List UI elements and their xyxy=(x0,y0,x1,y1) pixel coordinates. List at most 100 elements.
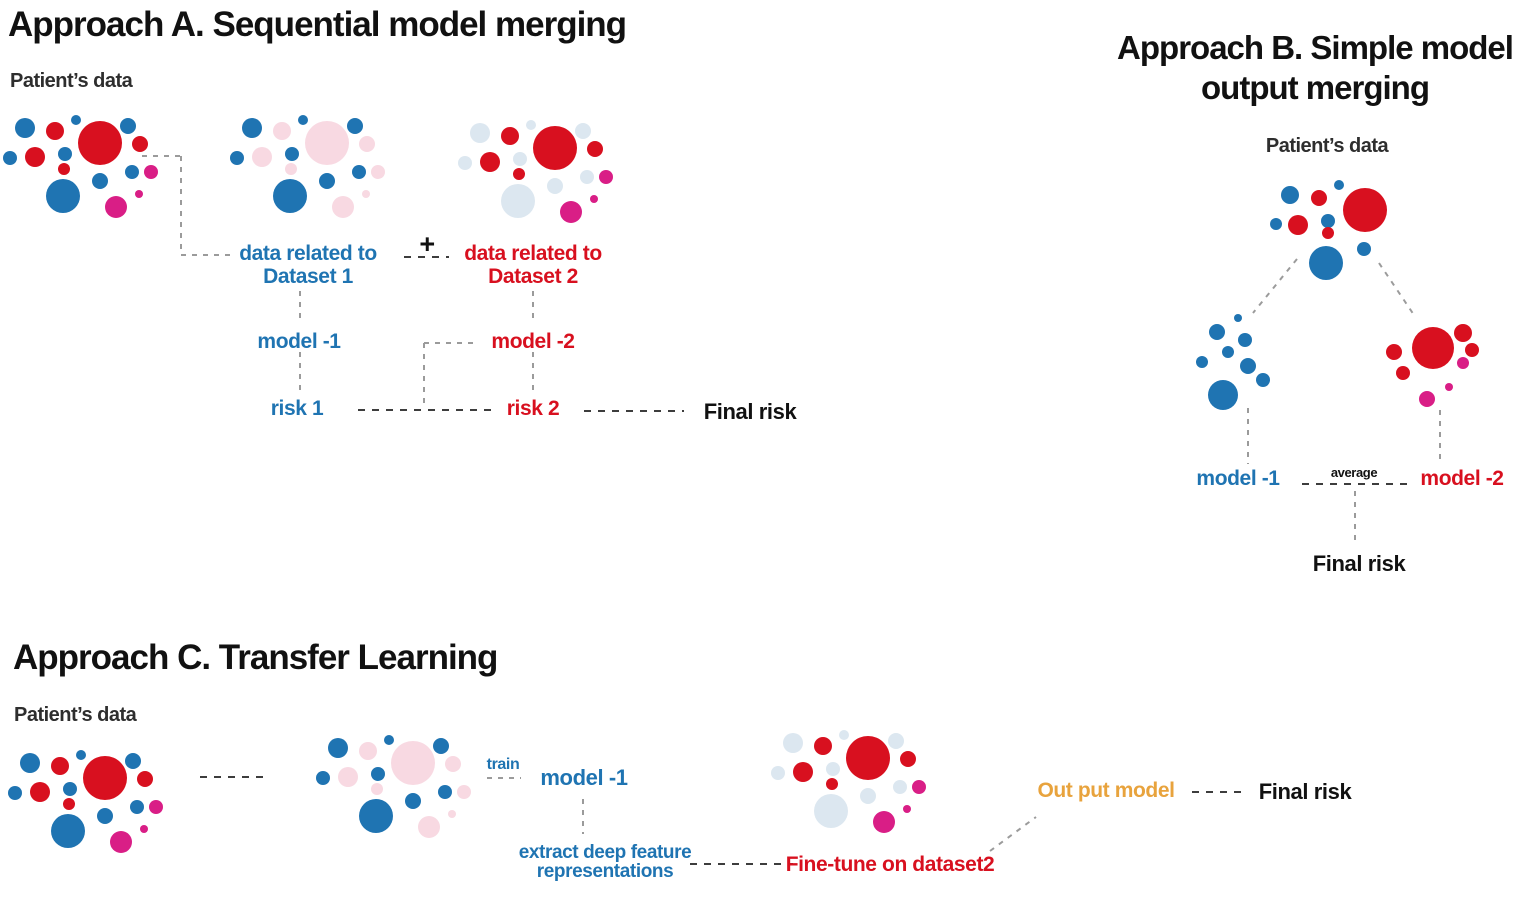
approach-a-patients-data-label: Patient’s data xyxy=(10,70,133,92)
a-dataset1-cluster-bubble xyxy=(285,163,297,175)
approach-a-model1-label: model -1 xyxy=(257,330,341,353)
a-patient-cluster-bubble xyxy=(144,165,158,179)
c-dataset1-cluster-bubble xyxy=(433,738,449,754)
plus-sign: + xyxy=(419,229,435,259)
c-dataset2-cluster-bubble xyxy=(873,811,895,833)
a-dataset1-cluster-bubble xyxy=(242,118,262,138)
a-dataset2-cluster-bubble xyxy=(501,127,519,145)
c-dataset2-cluster-bubble xyxy=(814,794,848,828)
c-dataset2-cluster-bubble xyxy=(783,733,803,753)
a-patient-cluster-bubble xyxy=(15,118,35,138)
c-patient-cluster-bubble xyxy=(8,786,22,800)
approach-a-dataset1-line2: Dataset 1 xyxy=(263,265,353,288)
c-dataset1-cluster-bubble xyxy=(445,756,461,772)
approach-a-dataset1-line1: data related to xyxy=(239,242,377,265)
b-patient-cluster-bubble xyxy=(1321,214,1335,228)
b-model2-cluster-bubble xyxy=(1412,327,1454,369)
approach-a-risk1-label: risk 1 xyxy=(270,397,324,420)
b-patient-cluster-bubble xyxy=(1309,246,1343,280)
c-patient-cluster-bubble xyxy=(97,808,113,824)
b-patient-cluster-bubble xyxy=(1270,218,1282,230)
c-dataset1-cluster-bubble xyxy=(457,785,471,799)
dashed-connector xyxy=(1378,262,1415,316)
c-dataset2-cluster-bubble xyxy=(826,762,840,776)
c-patient-cluster-bubble xyxy=(110,831,132,853)
a-dataset2-cluster-bubble xyxy=(501,184,535,218)
c-dataset2-cluster-bubble xyxy=(900,751,916,767)
b-model2-cluster-bubble xyxy=(1419,391,1435,407)
c-dataset1-cluster-bubble xyxy=(405,793,421,809)
a-dataset2-cluster-bubble xyxy=(458,156,472,170)
c-patient-cluster-bubble xyxy=(140,825,148,833)
a-dataset2-cluster-bubble xyxy=(513,152,527,166)
c-dataset1-cluster-bubble xyxy=(438,785,452,799)
a-patient-cluster-bubble xyxy=(135,190,143,198)
c-patient-cluster-bubble xyxy=(63,798,75,810)
approach-c-extract-label: extract deep feature representations xyxy=(519,843,692,881)
b-patient-cluster-bubble xyxy=(1334,180,1344,190)
c-dataset2-cluster-bubble xyxy=(860,788,876,804)
approach-c-output-model-label: Out put model xyxy=(1037,779,1175,802)
a-dataset1-cluster-bubble xyxy=(332,196,354,218)
b-model2-cluster-bubble xyxy=(1386,344,1402,360)
c-dataset2-cluster-bubble xyxy=(903,805,911,813)
c-patient-cluster-bubble xyxy=(130,800,144,814)
c-dataset1-cluster-bubble xyxy=(338,767,358,787)
b-model2-cluster-bubble xyxy=(1454,324,1472,342)
b-model2-cluster-bubble xyxy=(1457,357,1469,369)
c-dataset1-cluster-bubble xyxy=(359,742,377,760)
a-dataset2-cluster-bubble xyxy=(547,178,563,194)
a-dataset1-cluster-bubble xyxy=(273,179,307,213)
a-dataset2-cluster-bubble xyxy=(590,195,598,203)
approach-b-title: Approach B. Simple model output merging xyxy=(1095,28,1535,108)
c-patient-cluster-bubble xyxy=(125,753,141,769)
a-dataset1-cluster-bubble xyxy=(352,165,366,179)
c-dataset2-cluster-bubble xyxy=(826,778,838,790)
a-patient-cluster-bubble xyxy=(58,147,72,161)
b-model1-cluster-bubble xyxy=(1209,324,1225,340)
c-dataset2-cluster-bubble xyxy=(839,730,849,740)
approach-a-dataset2-line2: Dataset 2 xyxy=(488,265,578,288)
a-dataset1-cluster-bubble xyxy=(285,147,299,161)
b-model1-cluster-bubble xyxy=(1222,346,1234,358)
c-dataset2-cluster-bubble xyxy=(846,736,890,780)
a-dataset2-cluster-bubble xyxy=(526,120,536,130)
b-patient-cluster-bubble xyxy=(1343,188,1387,232)
a-dataset1-cluster-bubble xyxy=(252,147,272,167)
approach-c-extract-line1: extract deep feature xyxy=(518,842,692,863)
a-patient-cluster-bubble xyxy=(46,179,80,213)
approach-b-title-line2: output merging xyxy=(1201,69,1430,106)
b-patient-cluster-bubble xyxy=(1288,215,1308,235)
approach-a-risk2-label: risk 2 xyxy=(506,397,560,420)
b-model1-cluster-bubble xyxy=(1234,314,1242,322)
approach-b-model1-label: model -1 xyxy=(1196,467,1280,490)
c-patient-cluster-bubble xyxy=(76,750,86,760)
a-patient-cluster-bubble xyxy=(25,147,45,167)
dashed-connector xyxy=(1252,258,1298,314)
approach-b-title-line1: Approach B. Simple model xyxy=(1117,29,1514,66)
approach-c-finetune-label: Fine-tune on dataset2 xyxy=(785,853,995,876)
c-dataset2-cluster-bubble xyxy=(888,733,904,749)
a-dataset1-cluster-bubble xyxy=(347,118,363,134)
a-patient-cluster-bubble xyxy=(58,163,70,175)
a-dataset2-cluster-bubble xyxy=(560,201,582,223)
approach-a-dataset1-label: data related to Dataset 1 xyxy=(239,242,377,288)
a-dataset1-cluster-bubble xyxy=(298,115,308,125)
a-dataset1-cluster-bubble xyxy=(362,190,370,198)
c-patient-cluster-bubble xyxy=(51,814,85,848)
a-dataset1-cluster-bubble xyxy=(371,165,385,179)
c-dataset1-cluster-bubble xyxy=(391,741,435,785)
a-dataset2-cluster-bubble xyxy=(533,126,577,170)
approach-c-patients-data-label: Patient’s data xyxy=(14,704,137,726)
approach-c-train-label: train xyxy=(486,756,520,773)
approach-a-dataset2-label: data related to Dataset 2 xyxy=(464,242,602,288)
c-dataset1-cluster-bubble xyxy=(418,816,440,838)
c-patient-cluster-bubble xyxy=(30,782,50,802)
a-patient-cluster-bubble xyxy=(92,173,108,189)
approach-c-title: Approach C. Transfer Learning xyxy=(13,638,498,677)
a-dataset1-cluster-bubble xyxy=(359,136,375,152)
c-dataset1-cluster-bubble xyxy=(448,810,456,818)
b-patient-cluster-bubble xyxy=(1311,190,1327,206)
c-dataset2-cluster-bubble xyxy=(771,766,785,780)
a-patient-cluster-bubble xyxy=(132,136,148,152)
